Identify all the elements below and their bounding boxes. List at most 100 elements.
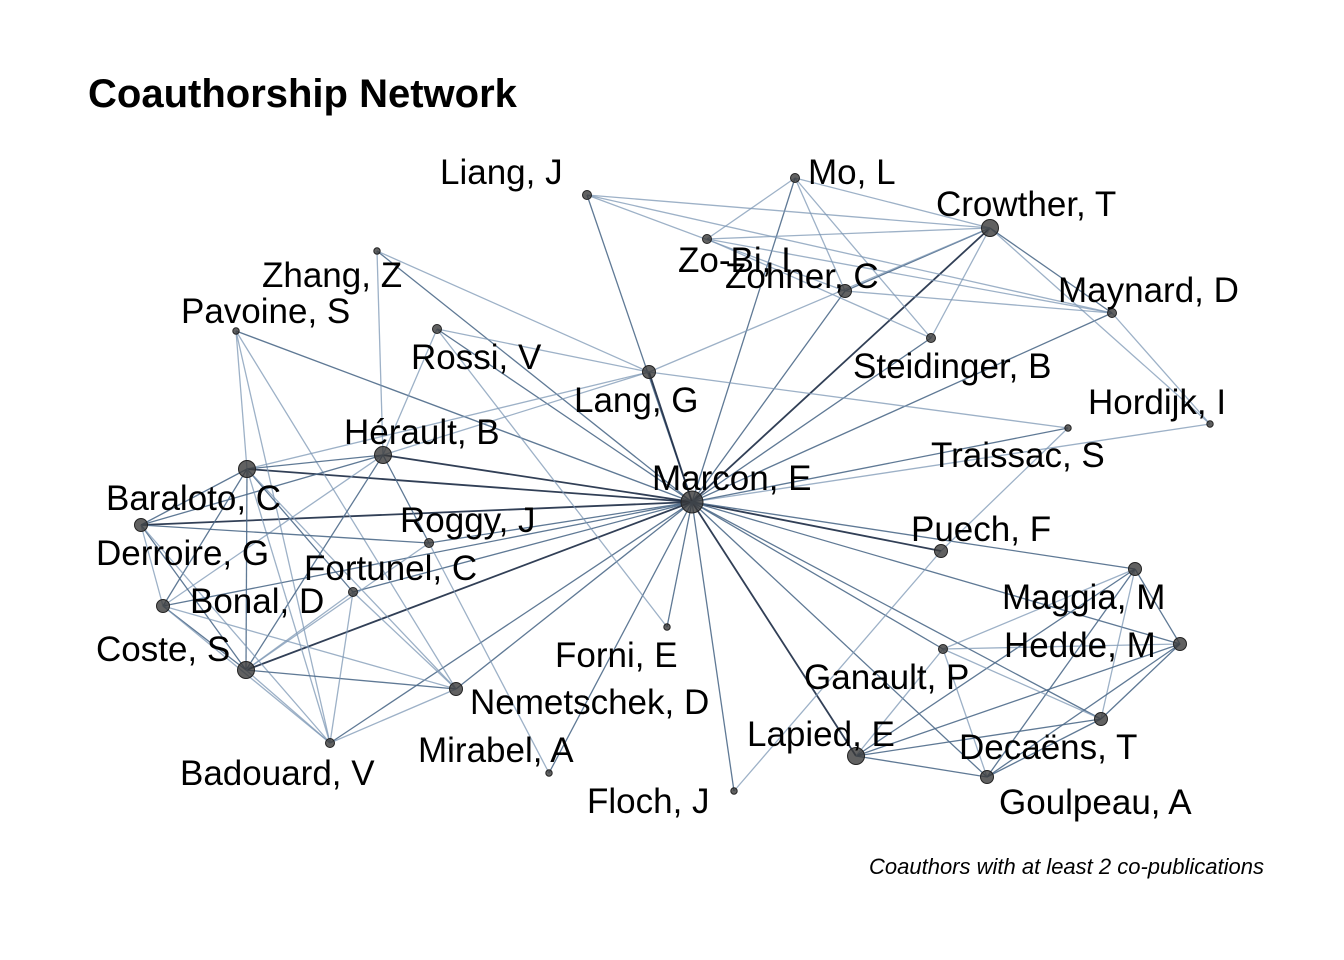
node-maynard[interactable] (1107, 308, 1117, 318)
edge-lapied-goulpeau (855, 755, 988, 778)
node-label-puech: Puech, F (911, 510, 1051, 549)
edge-marcon-zhang (376, 250, 693, 503)
node-mo[interactable] (790, 173, 800, 183)
node-label-mirabel: Mirabel, A (418, 731, 574, 770)
edge-crowther-steidinger (930, 227, 991, 339)
edge-zhang-lang (376, 250, 650, 373)
node-label-lang: Lang, G (574, 381, 699, 420)
node-liang[interactable] (582, 190, 592, 200)
edge-marcon-forni (666, 501, 693, 628)
edge-puech-traissac (940, 427, 1069, 552)
edge-derroire-coste (140, 524, 247, 671)
node-derroire[interactable] (134, 518, 148, 532)
edge-fortunel-badouard (329, 591, 354, 744)
edge-pavoine-badouard (235, 330, 331, 744)
node-traissac[interactable] (1064, 424, 1072, 432)
edge-roggy-mirabel (428, 542, 550, 774)
edge-marcon-herault (382, 454, 693, 503)
node-label-baraloto: Baraloto, C (106, 479, 281, 518)
edge-baraloto-coste (245, 468, 248, 671)
nodes-layer (134, 173, 1214, 795)
edge-rossi-lang (436, 328, 650, 373)
node-bonal[interactable] (156, 599, 170, 613)
chart-caption: Coauthors with at least 2 co-publication… (869, 854, 1264, 879)
edge-maggia-goulpeau (986, 568, 1136, 778)
edge-derroire-badouard (140, 524, 331, 744)
node-label-badouard: Badouard, V (180, 754, 375, 793)
edge-marcon-fortunel (352, 501, 693, 593)
node-steidinger[interactable] (926, 333, 936, 343)
node-label-nemetschek: Nemetschek, D (470, 683, 709, 722)
edge-baraloto-badouard (246, 468, 331, 744)
node-mirabel[interactable] (545, 769, 553, 777)
node-goulpeau[interactable] (980, 770, 994, 784)
node-zohner[interactable] (838, 284, 852, 298)
node-label-maynard: Maynard, D (1058, 271, 1239, 310)
node-coste[interactable] (237, 661, 255, 679)
node-lang[interactable] (642, 365, 656, 379)
edge-herault-roggy (382, 454, 430, 544)
edge-marcon-goulpeau (691, 501, 988, 778)
edge-marcon-zohner (691, 290, 846, 503)
edge-marcon-roggy (428, 501, 693, 544)
node-label-herault: Hérault, B (344, 413, 500, 452)
edge-crowther-maynard (989, 227, 1113, 314)
node-hedde[interactable] (1173, 637, 1187, 651)
node-label-zohner: Zohner, C (725, 257, 879, 296)
node-label-traissac: Traissac, S (931, 436, 1105, 475)
node-forni[interactable] (663, 623, 671, 631)
node-herault[interactable] (374, 446, 392, 464)
node-label-lapied: Lapied, E (747, 715, 895, 754)
node-puech[interactable] (934, 544, 948, 558)
node-badouard[interactable] (325, 738, 335, 748)
node-label-ganault: Ganault, P (804, 658, 969, 697)
node-zhang[interactable] (373, 247, 381, 255)
node-hordijk[interactable] (1206, 420, 1214, 428)
edge-lang-baraloto (246, 371, 650, 470)
edge-maggia-hedde (1134, 568, 1181, 645)
node-label-goulpeau: Goulpeau, A (999, 783, 1192, 822)
node-nemetschek[interactable] (449, 682, 463, 696)
edge-derroire-roggy (140, 524, 430, 544)
edge-pavoine-baraloto (235, 330, 248, 470)
node-roggy[interactable] (424, 538, 434, 548)
edge-marcon-crowther (691, 227, 991, 503)
node-marcon[interactable] (680, 490, 704, 514)
node-label-zobi: Zo-Bi, I (678, 241, 791, 280)
node-label-rossi: Rossi, V (411, 338, 542, 377)
node-rossi[interactable] (432, 324, 442, 334)
node-lapied[interactable] (847, 747, 865, 765)
node-pavoine[interactable] (232, 327, 240, 335)
node-decaens[interactable] (1094, 712, 1108, 726)
edge-ganault-goulpeau (942, 648, 988, 778)
node-fortunel[interactable] (348, 587, 358, 597)
node-label-forni: Forni, E (555, 636, 678, 675)
edge-baraloto-derroire (140, 468, 248, 526)
edge-lang-traissac (648, 371, 1069, 429)
node-label-mo: Mo, L (808, 153, 896, 192)
node-maggia[interactable] (1128, 562, 1142, 576)
node-ganault[interactable] (938, 644, 948, 654)
node-crowther[interactable] (981, 219, 999, 237)
edge-marcon-rossi (436, 328, 693, 503)
node-baraloto[interactable] (238, 460, 256, 478)
edge-marcon-steidinger (691, 337, 932, 503)
edge-decaens-goulpeau (986, 718, 1102, 778)
node-label-hedde: Hedde, M (1004, 626, 1156, 665)
edge-zohner-maynard (844, 290, 1113, 314)
edge-maynard-hordijk (1111, 312, 1211, 425)
edge-hedde-decaens (1100, 643, 1181, 720)
edge-crowther-hordijk (989, 227, 1211, 425)
node-floch[interactable] (730, 787, 738, 795)
edge-marcon-coste (245, 501, 693, 671)
edge-marcon-traissac (691, 427, 1069, 503)
node-zobi[interactable] (702, 234, 712, 244)
chart-title: Coauthorship Network (88, 72, 517, 116)
edge-maggia-ganault (942, 568, 1136, 650)
node-label-derroire: Derroire, G (96, 534, 269, 573)
edge-maggia-lapied (855, 568, 1136, 757)
edge-liang-maynard (586, 194, 1113, 314)
edge-marcon-maggia (691, 501, 1136, 570)
edge-puech-floch (733, 550, 942, 792)
